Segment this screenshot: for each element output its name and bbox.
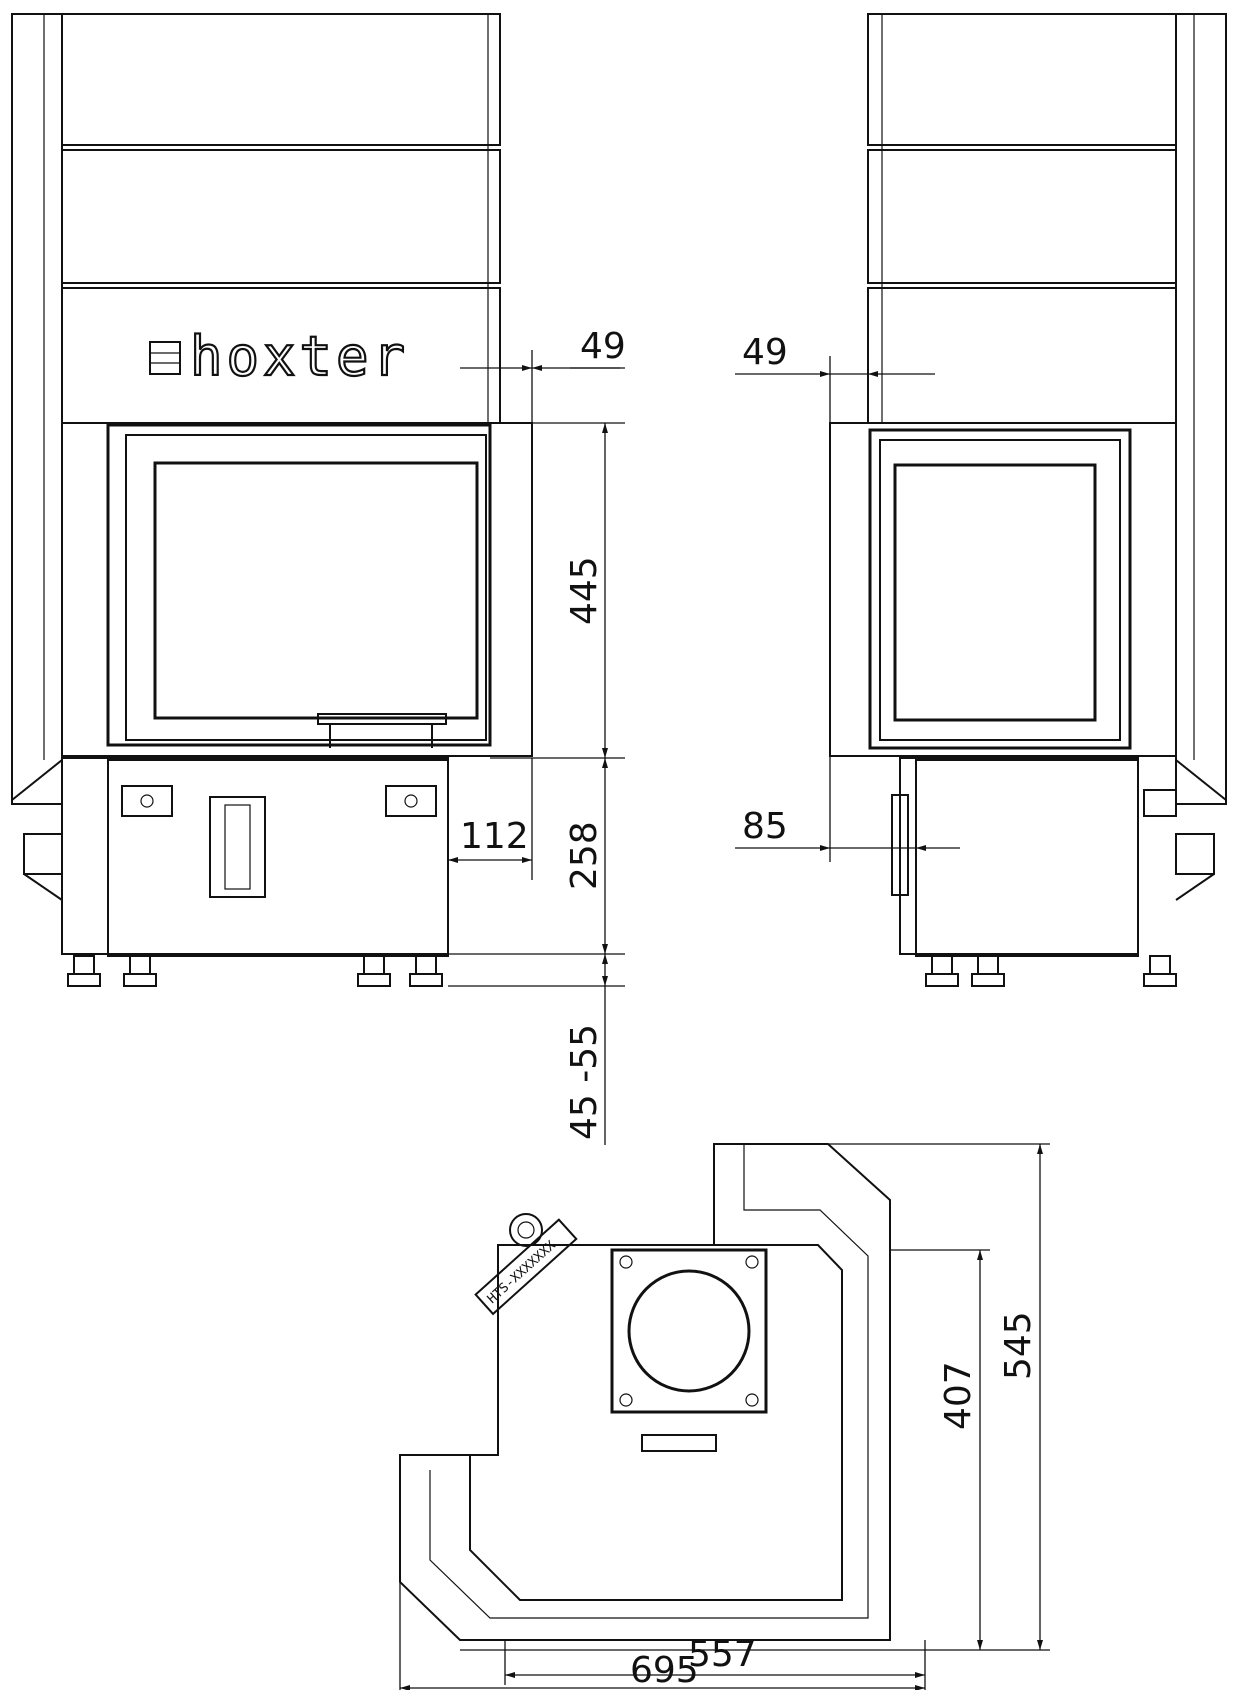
dim-base-offset: 112 — [460, 816, 529, 857]
dim-front-top: 49 — [580, 326, 626, 367]
plan-view: HTS-XXXXXXX — [399, 1143, 891, 1641]
dim-firebox-height: 445 — [564, 556, 605, 625]
side-feet — [925, 955, 1177, 987]
dim-plan-width-outer-text: 695 — [630, 1650, 699, 1690]
plan-dimensions: 407 545 557 — [399, 1143, 1050, 1690]
brand-logo: hoxter — [190, 325, 409, 388]
front-dimensions: 49 445 258 45 -55 112 — [448, 326, 626, 1145]
dim-plan-width-inner: 557 — [688, 1634, 757, 1675]
dim-base-height: 258 — [564, 821, 605, 890]
side-view — [829, 13, 1227, 987]
dim-plan-depth-inner: 407 — [938, 1361, 979, 1430]
dim-plan-depth-outer: 545 — [998, 1311, 1039, 1380]
type-plate: HTS-XXXXXXX — [474, 1218, 578, 1316]
front-view: hoxter — [11, 13, 533, 987]
dim-side-base: 85 — [742, 806, 788, 847]
dim-leg-height: 45 -55 — [564, 1024, 605, 1140]
dim-side-top: 49 — [742, 332, 788, 373]
type-plate-text: HTS-XXXXXXX — [485, 1238, 559, 1307]
front-feet — [67, 955, 443, 987]
side-dimensions: 49 85 — [735, 332, 960, 862]
